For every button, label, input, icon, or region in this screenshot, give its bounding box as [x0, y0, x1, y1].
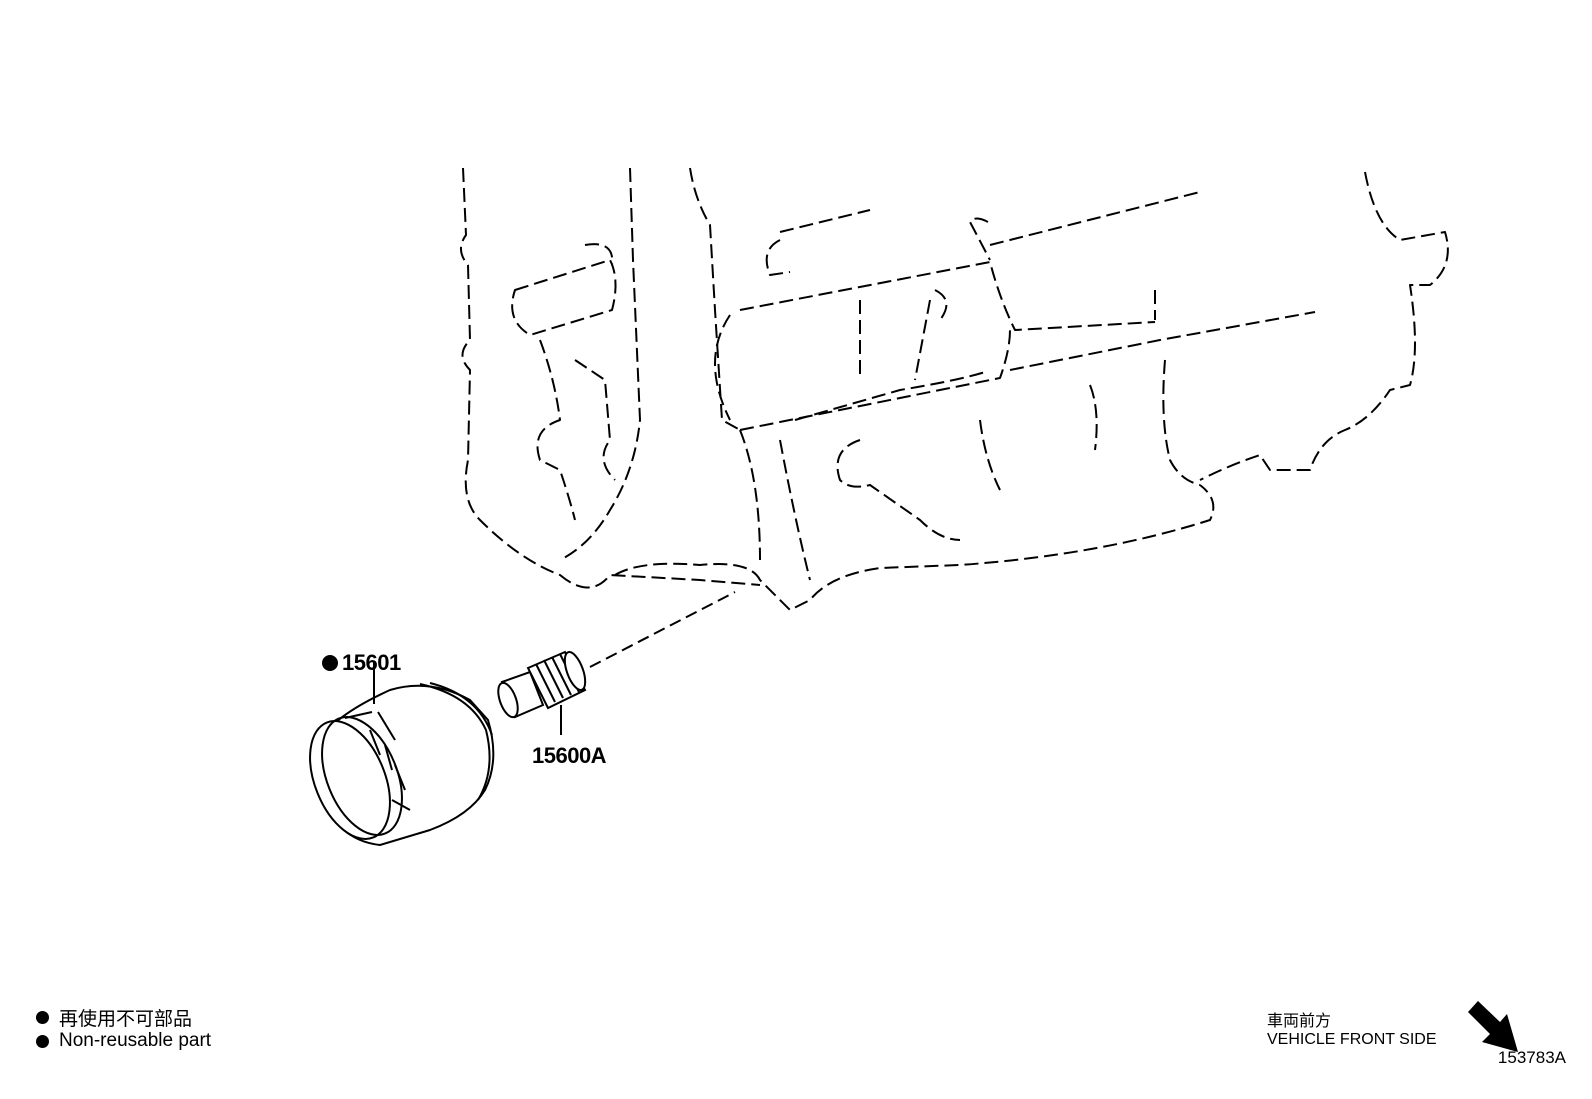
drawing-id: 153783A — [1497, 1048, 1566, 1067]
non-reusable-marker-icon — [322, 655, 338, 671]
oil-filter-part — [309, 682, 495, 847]
callout-15601-text: 15601 — [342, 650, 401, 675]
union-part — [497, 650, 587, 719]
callout-15600A: 15600A — [532, 743, 607, 769]
front-label-en: VEHICLE FRONT SIDE — [1267, 1031, 1437, 1048]
legend-text-en: Non-reusable part — [59, 1030, 212, 1051]
engine-block-outline — [460, 167, 1449, 611]
callout-15600A-text: 15600A — [532, 743, 607, 768]
legend-row-jp: 再使用不可部品 — [36, 1004, 192, 1031]
legend-text-jp: 再使用不可部品 — [59, 1009, 193, 1030]
vehicle-front-arrow-icon — [1468, 1001, 1518, 1052]
callout-15601: 15601 — [322, 650, 401, 676]
union-install-line — [589, 591, 736, 668]
legend-row-en: Non-reusable part — [36, 1030, 211, 1052]
front-label-jp: 車両前方 — [1267, 1013, 1332, 1030]
legend-bullet-icon — [36, 1011, 49, 1024]
legend-bullet-icon — [36, 1034, 49, 1048]
